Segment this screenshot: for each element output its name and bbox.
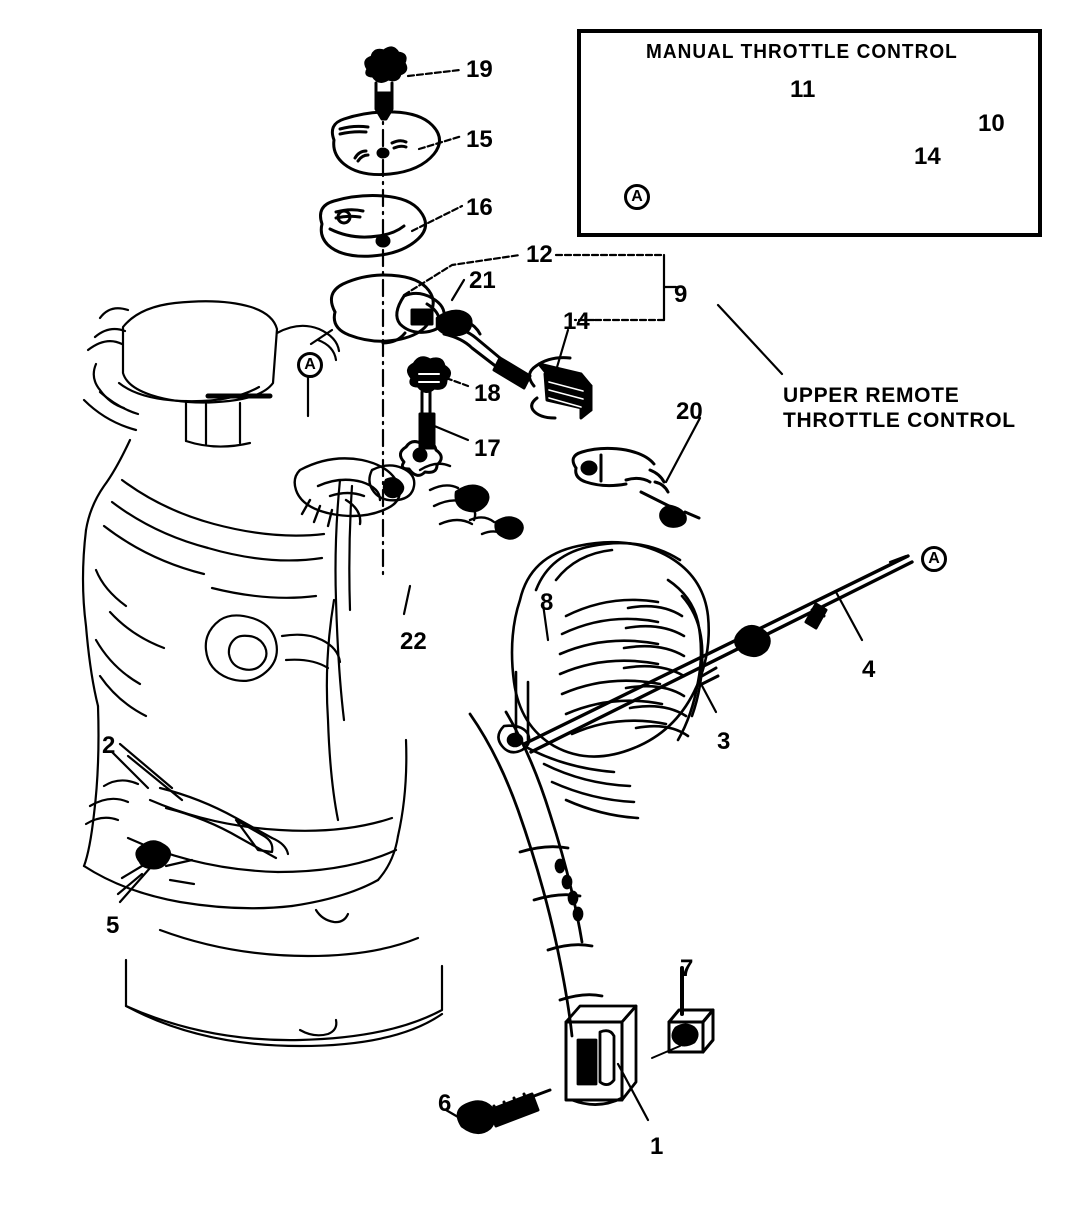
upper-remote-throttle-control-annotation: UPPER REMOTE THROTTLE CONTROL (783, 383, 1016, 433)
throttle-cable (522, 554, 914, 754)
part-18-nut (407, 356, 451, 393)
part-21-tab (435, 309, 473, 337)
callout-16: 16 (466, 194, 493, 221)
inset-callout-14: 14 (914, 143, 941, 170)
callout-12: 12 (526, 241, 553, 268)
callout-6: 6 (438, 1090, 452, 1117)
part-20-bracket (571, 446, 701, 528)
part-7-leader (651, 1045, 681, 1059)
callout-15: 15 (466, 126, 493, 153)
callout-9: 9 (674, 281, 688, 308)
reference-marker-a-engine: A (297, 352, 323, 378)
part-15-plate (330, 110, 441, 176)
inset-reference-marker-a: A (624, 184, 650, 210)
callout-21: 21 (469, 267, 496, 294)
reference-marker-a-cable: A (921, 546, 947, 572)
inset-title: MANUAL THROTTLE CONTROL (646, 41, 958, 63)
callout-14: 14 (563, 308, 590, 335)
inset-callout-11: 11 (790, 76, 816, 103)
callout-19: 19 (466, 56, 493, 83)
annotation-line-1: UPPER REMOTE (783, 384, 960, 407)
callout-17: 17 (474, 435, 501, 462)
callout-2: 2 (102, 732, 116, 759)
cable-fittings (700, 602, 828, 686)
part-7-clamp (667, 966, 715, 1054)
part-16-plate (319, 194, 427, 258)
manual-throttle-control-inset (577, 29, 1042, 237)
callout-7: 7 (680, 955, 694, 982)
callout-1: 1 (650, 1133, 664, 1160)
leader-lines (110, 68, 908, 1126)
callout-3: 3 (717, 728, 731, 755)
callout-8: 8 (540, 589, 554, 616)
control-lever-arm (468, 710, 638, 1106)
callout-4: 4 (862, 656, 876, 683)
carburetor-detail (293, 457, 524, 540)
part-6-screw (456, 1088, 552, 1134)
callout-18: 18 (474, 380, 501, 407)
callout-20: 20 (676, 398, 703, 425)
callout-5: 5 (106, 912, 120, 939)
engine-assembly (81, 300, 444, 1048)
callout-22: 22 (400, 628, 427, 655)
inset-callout-10: 10 (978, 110, 1005, 137)
part-19-knob-screw (364, 46, 408, 121)
annotation-line-2: THROTTLE CONTROL (783, 409, 1016, 432)
